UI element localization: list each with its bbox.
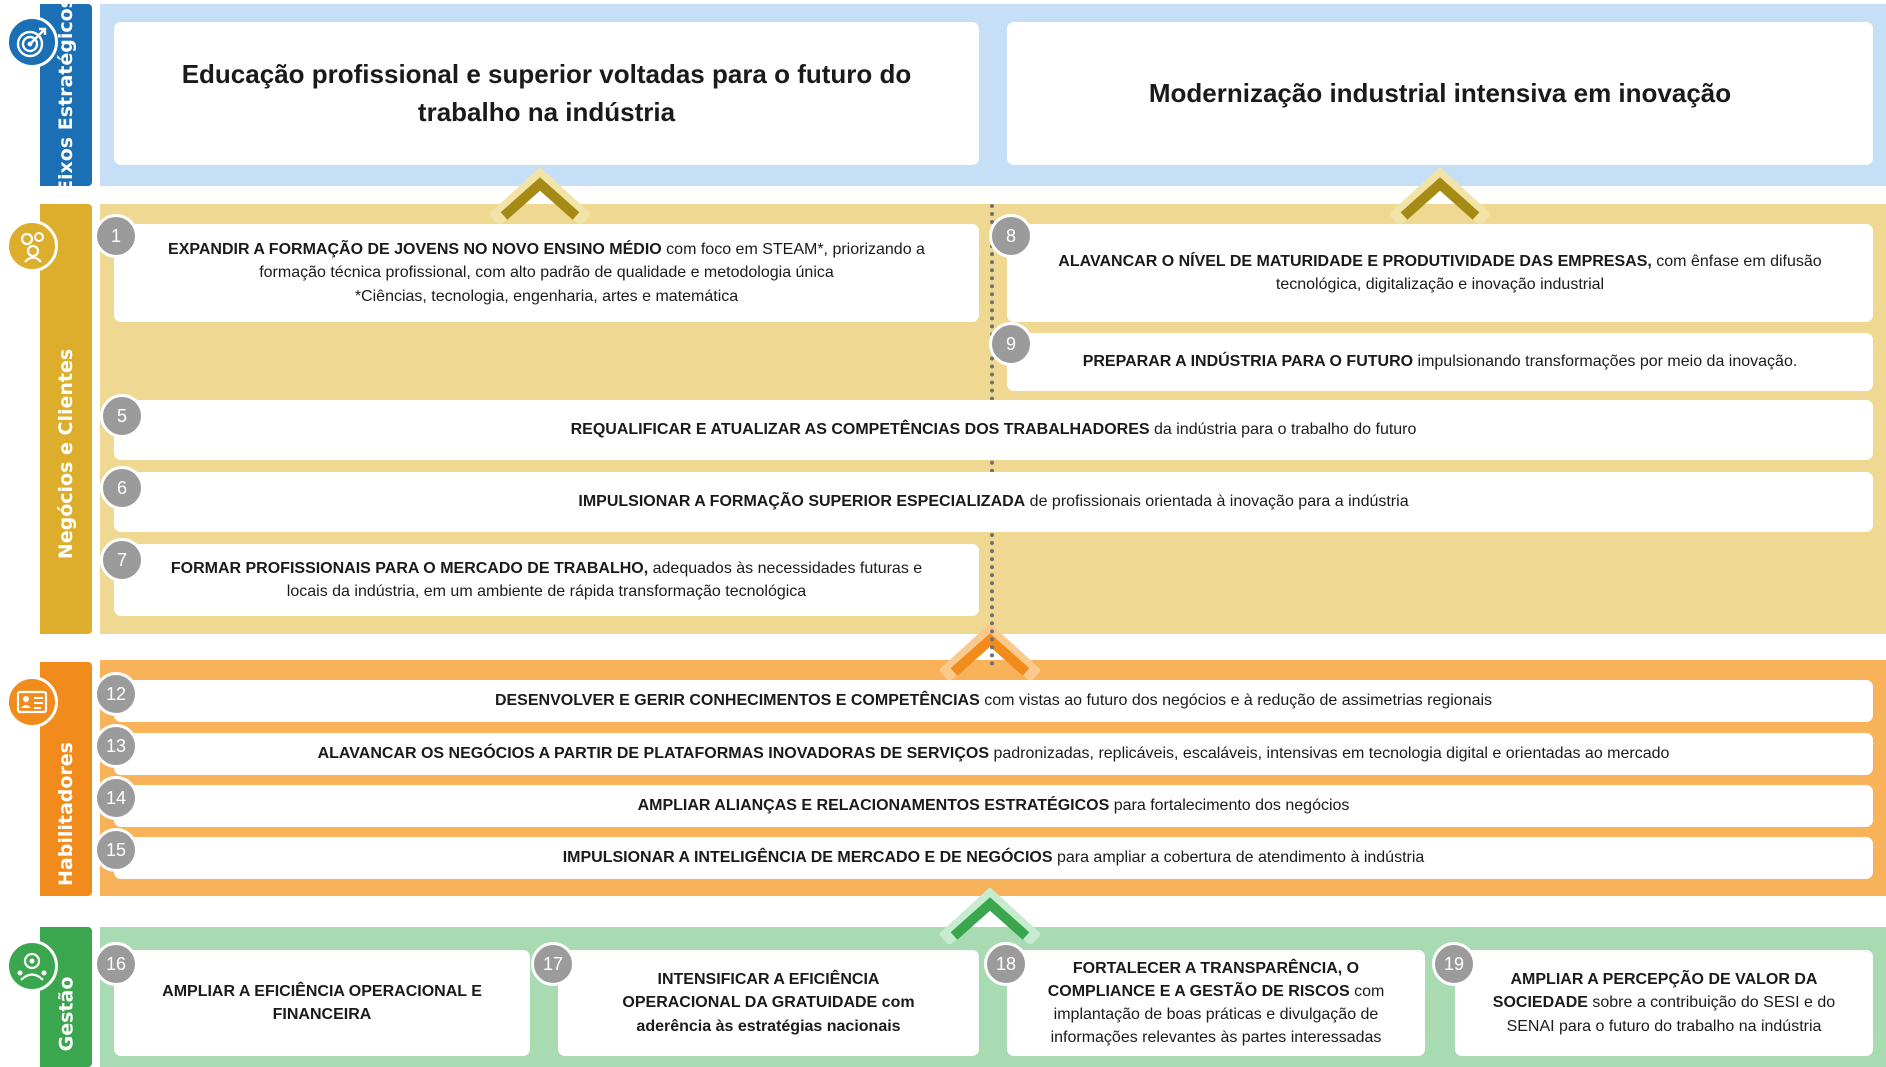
- eixo-education-text: Educação profissional e superior voltada…: [181, 58, 912, 127]
- objective-18-text: FORTALECER A TRANSPARÊNCIA, O COMPLIANCE…: [1033, 957, 1399, 1050]
- objective-number-12: 12: [94, 672, 138, 716]
- objective-9-text: PREPARAR A INDÚSTRIA PARA O FUTURO impul…: [1083, 350, 1798, 373]
- objective-card-16: AMPLIAR A EFICIÊNCIA OPERACIONAL E FINAN…: [114, 950, 530, 1056]
- eixo-card-education: Educação profissional e superior voltada…: [114, 22, 979, 165]
- chevron-up-icon: [1390, 168, 1490, 224]
- objective-number-17: 17: [531, 942, 575, 986]
- objective-7-text: FORMAR PROFISSIONAIS PARA O MERCADO DE T…: [154, 557, 939, 603]
- target-icon: [6, 16, 58, 68]
- objective-1-text: EXPANDIR A FORMAÇÃO DE JOVENS NO NOVO EN…: [154, 238, 939, 308]
- negocios-tab: Negócios e Clientes: [40, 204, 92, 634]
- habilitadores-label: Habilitadores: [55, 742, 78, 886]
- objective-card-6: IMPULSIONAR A FORMAÇÃO SUPERIOR ESPECIAL…: [114, 472, 1873, 532]
- negocios-label: Negócios e Clientes: [55, 348, 78, 560]
- chevron-up-icon: [490, 168, 590, 224]
- objective-card-8: ALAVANCAR O NÍVEL DE MATURIDADE E PRODUT…: [1007, 224, 1873, 322]
- objective-card-5: REQUALIFICAR E ATUALIZAR AS COMPETÊNCIAS…: [114, 400, 1873, 460]
- objective-19-text: AMPLIAR A PERCEPÇÃO DE VALOR DA SOCIEDAD…: [1485, 968, 1843, 1038]
- objective-number-5: 5: [100, 394, 144, 438]
- objective-card-1: EXPANDIR A FORMAÇÃO DE JOVENS NO NOVO EN…: [114, 224, 979, 322]
- eixo-card-modernization: Modernização industrial intensiva em ino…: [1007, 22, 1873, 165]
- objective-15-text: IMPULSIONAR A INTELIGÊNCIA DE MERCADO E …: [563, 846, 1425, 869]
- objective-12-text: DESENVOLVER E GERIR CONHECIMENTOS E COMP…: [495, 689, 1492, 712]
- objective-5-text: REQUALIFICAR E ATUALIZAR AS COMPETÊNCIAS…: [571, 418, 1417, 441]
- objective-7-desc: adequados às necessidades futuras e loca…: [286, 559, 923, 600]
- objective-19-title: AMPLIAR A PERCEPÇÃO DE VALOR DA SOCIEDAD…: [1492, 971, 1818, 1012]
- objective-card-14: AMPLIAR ALIANÇAS E RELACIONAMENTOS ESTRA…: [114, 785, 1873, 827]
- objective-18-desc: com implantação de boas práticas e divul…: [1050, 982, 1385, 1047]
- objective-9-desc: impulsionando transformações por meio da…: [1413, 353, 1798, 371]
- objective-14-desc: para fortalecimento dos negócios: [1109, 797, 1350, 815]
- objective-8-desc: com ênfase em difusão tecnológica, digit…: [1275, 252, 1822, 293]
- objective-number-14: 14: [94, 776, 138, 820]
- objective-8-text: ALAVANCAR O NÍVEL DE MATURIDADE E PRODUT…: [1047, 250, 1833, 296]
- gestao-label: Gestão: [55, 976, 77, 1052]
- objective-15-title: IMPULSIONAR A INTELIGÊNCIA DE MERCADO E …: [562, 849, 1053, 867]
- objective-1-note: *Ciências, tecnologia, engenharia, artes…: [354, 287, 739, 305]
- objective-8-title: ALAVANCAR O NÍVEL DE MATURIDADE E PRODUT…: [1058, 252, 1652, 270]
- objective-number-6: 6: [100, 466, 144, 510]
- objective-number-15: 15: [94, 828, 138, 872]
- objective-18-title: FORTALECER A TRANSPARÊNCIA, O COMPLIANCE…: [1047, 959, 1360, 1000]
- objective-15-desc: para ampliar a cobertura de atendimento …: [1052, 849, 1425, 867]
- objective-13-text: ALAVANCAR OS NEGÓCIOS A PARTIR DE PLATAF…: [318, 742, 1670, 765]
- manager-icon: [6, 940, 58, 992]
- objective-card-15: IMPULSIONAR A INTELIGÊNCIA DE MERCADO E …: [114, 837, 1873, 879]
- objective-7-title: FORMAR PROFISSIONAIS PARA O MERCADO DE T…: [170, 559, 649, 577]
- objective-number-8: 8: [989, 214, 1033, 258]
- people-icon: [6, 220, 58, 272]
- objective-13-title: ALAVANCAR OS NEGÓCIOS A PARTIR DE PLATAF…: [317, 745, 990, 763]
- objective-number-1: 1: [94, 214, 138, 258]
- objective-16-title: AMPLIAR A EFICIÊNCIA OPERACIONAL E FINAN…: [162, 982, 482, 1023]
- objective-card-19: AMPLIAR A PERCEPÇÃO DE VALOR DA SOCIEDAD…: [1455, 950, 1873, 1056]
- objective-16-text: AMPLIAR A EFICIÊNCIA OPERACIONAL E FINAN…: [154, 980, 490, 1026]
- objective-card-12: DESENVOLVER E GERIR CONHECIMENTOS E COMP…: [114, 680, 1873, 722]
- objective-12-desc: com vistas ao futuro dos negócios e à re…: [979, 692, 1493, 710]
- objective-card-18: FORTALECER A TRANSPARÊNCIA, O COMPLIANCE…: [1007, 950, 1425, 1056]
- objective-6-desc: de profissionais orientada à inovação pa…: [1025, 493, 1409, 511]
- objective-number-18: 18: [984, 942, 1028, 986]
- objective-12-title: DESENVOLVER E GERIR CONHECIMENTOS E COMP…: [494, 692, 980, 710]
- objective-9-title: PREPARAR A INDÚSTRIA PARA O FUTURO: [1082, 353, 1414, 371]
- objective-1-desc: com foco em STEAM*, priorizando a formaç…: [259, 241, 925, 282]
- eixos-label: Eixos Estratégicos: [55, 0, 77, 193]
- objective-17-text: INTENSIFICAR A EFICIÊNCIA OPERACIONAL DA…: [598, 968, 939, 1038]
- objective-17-title: INTENSIFICAR A EFICIÊNCIA OPERACIONAL DA…: [622, 971, 915, 1035]
- objective-19-desc: sobre a contribuição do SESI e do SENAI …: [1506, 994, 1836, 1035]
- objective-5-desc: da indústria para o trabalho do futuro: [1149, 421, 1417, 439]
- objective-5-title: REQUALIFICAR E ATUALIZAR AS COMPETÊNCIAS…: [570, 421, 1150, 439]
- eixo-modernization-text: Modernização industrial intensiva em ino…: [1148, 77, 1732, 108]
- objective-card-9: PREPARAR A INDÚSTRIA PARA O FUTURO impul…: [1007, 333, 1873, 391]
- objective-6-text: IMPULSIONAR A FORMAÇÃO SUPERIOR ESPECIAL…: [578, 490, 1408, 513]
- objective-number-13: 13: [94, 724, 138, 768]
- chevron-up-icon: [940, 888, 1040, 944]
- objective-card-17: INTENSIFICAR A EFICIÊNCIA OPERACIONAL DA…: [558, 950, 979, 1056]
- id-card-icon: [6, 676, 58, 728]
- objective-number-16: 16: [94, 942, 138, 986]
- objective-card-13: ALAVANCAR OS NEGÓCIOS A PARTIR DE PLATAF…: [114, 733, 1873, 775]
- objective-card-7: FORMAR PROFISSIONAIS PARA O MERCADO DE T…: [114, 544, 979, 616]
- objective-number-19: 19: [1432, 942, 1476, 986]
- objective-14-title: AMPLIAR ALIANÇAS E RELACIONAMENTOS ESTRA…: [637, 797, 1110, 815]
- objective-number-7: 7: [100, 538, 144, 582]
- objective-14-text: AMPLIAR ALIANÇAS E RELACIONAMENTOS ESTRA…: [638, 794, 1350, 817]
- objective-1-title: EXPANDIR A FORMAÇÃO DE JOVENS NO NOVO EN…: [168, 241, 662, 259]
- objective-6-title: IMPULSIONAR A FORMAÇÃO SUPERIOR ESPECIAL…: [578, 493, 1026, 511]
- objective-number-9: 9: [989, 322, 1033, 366]
- objective-13-desc: padronizadas, replicáveis, escaláveis, i…: [989, 745, 1670, 763]
